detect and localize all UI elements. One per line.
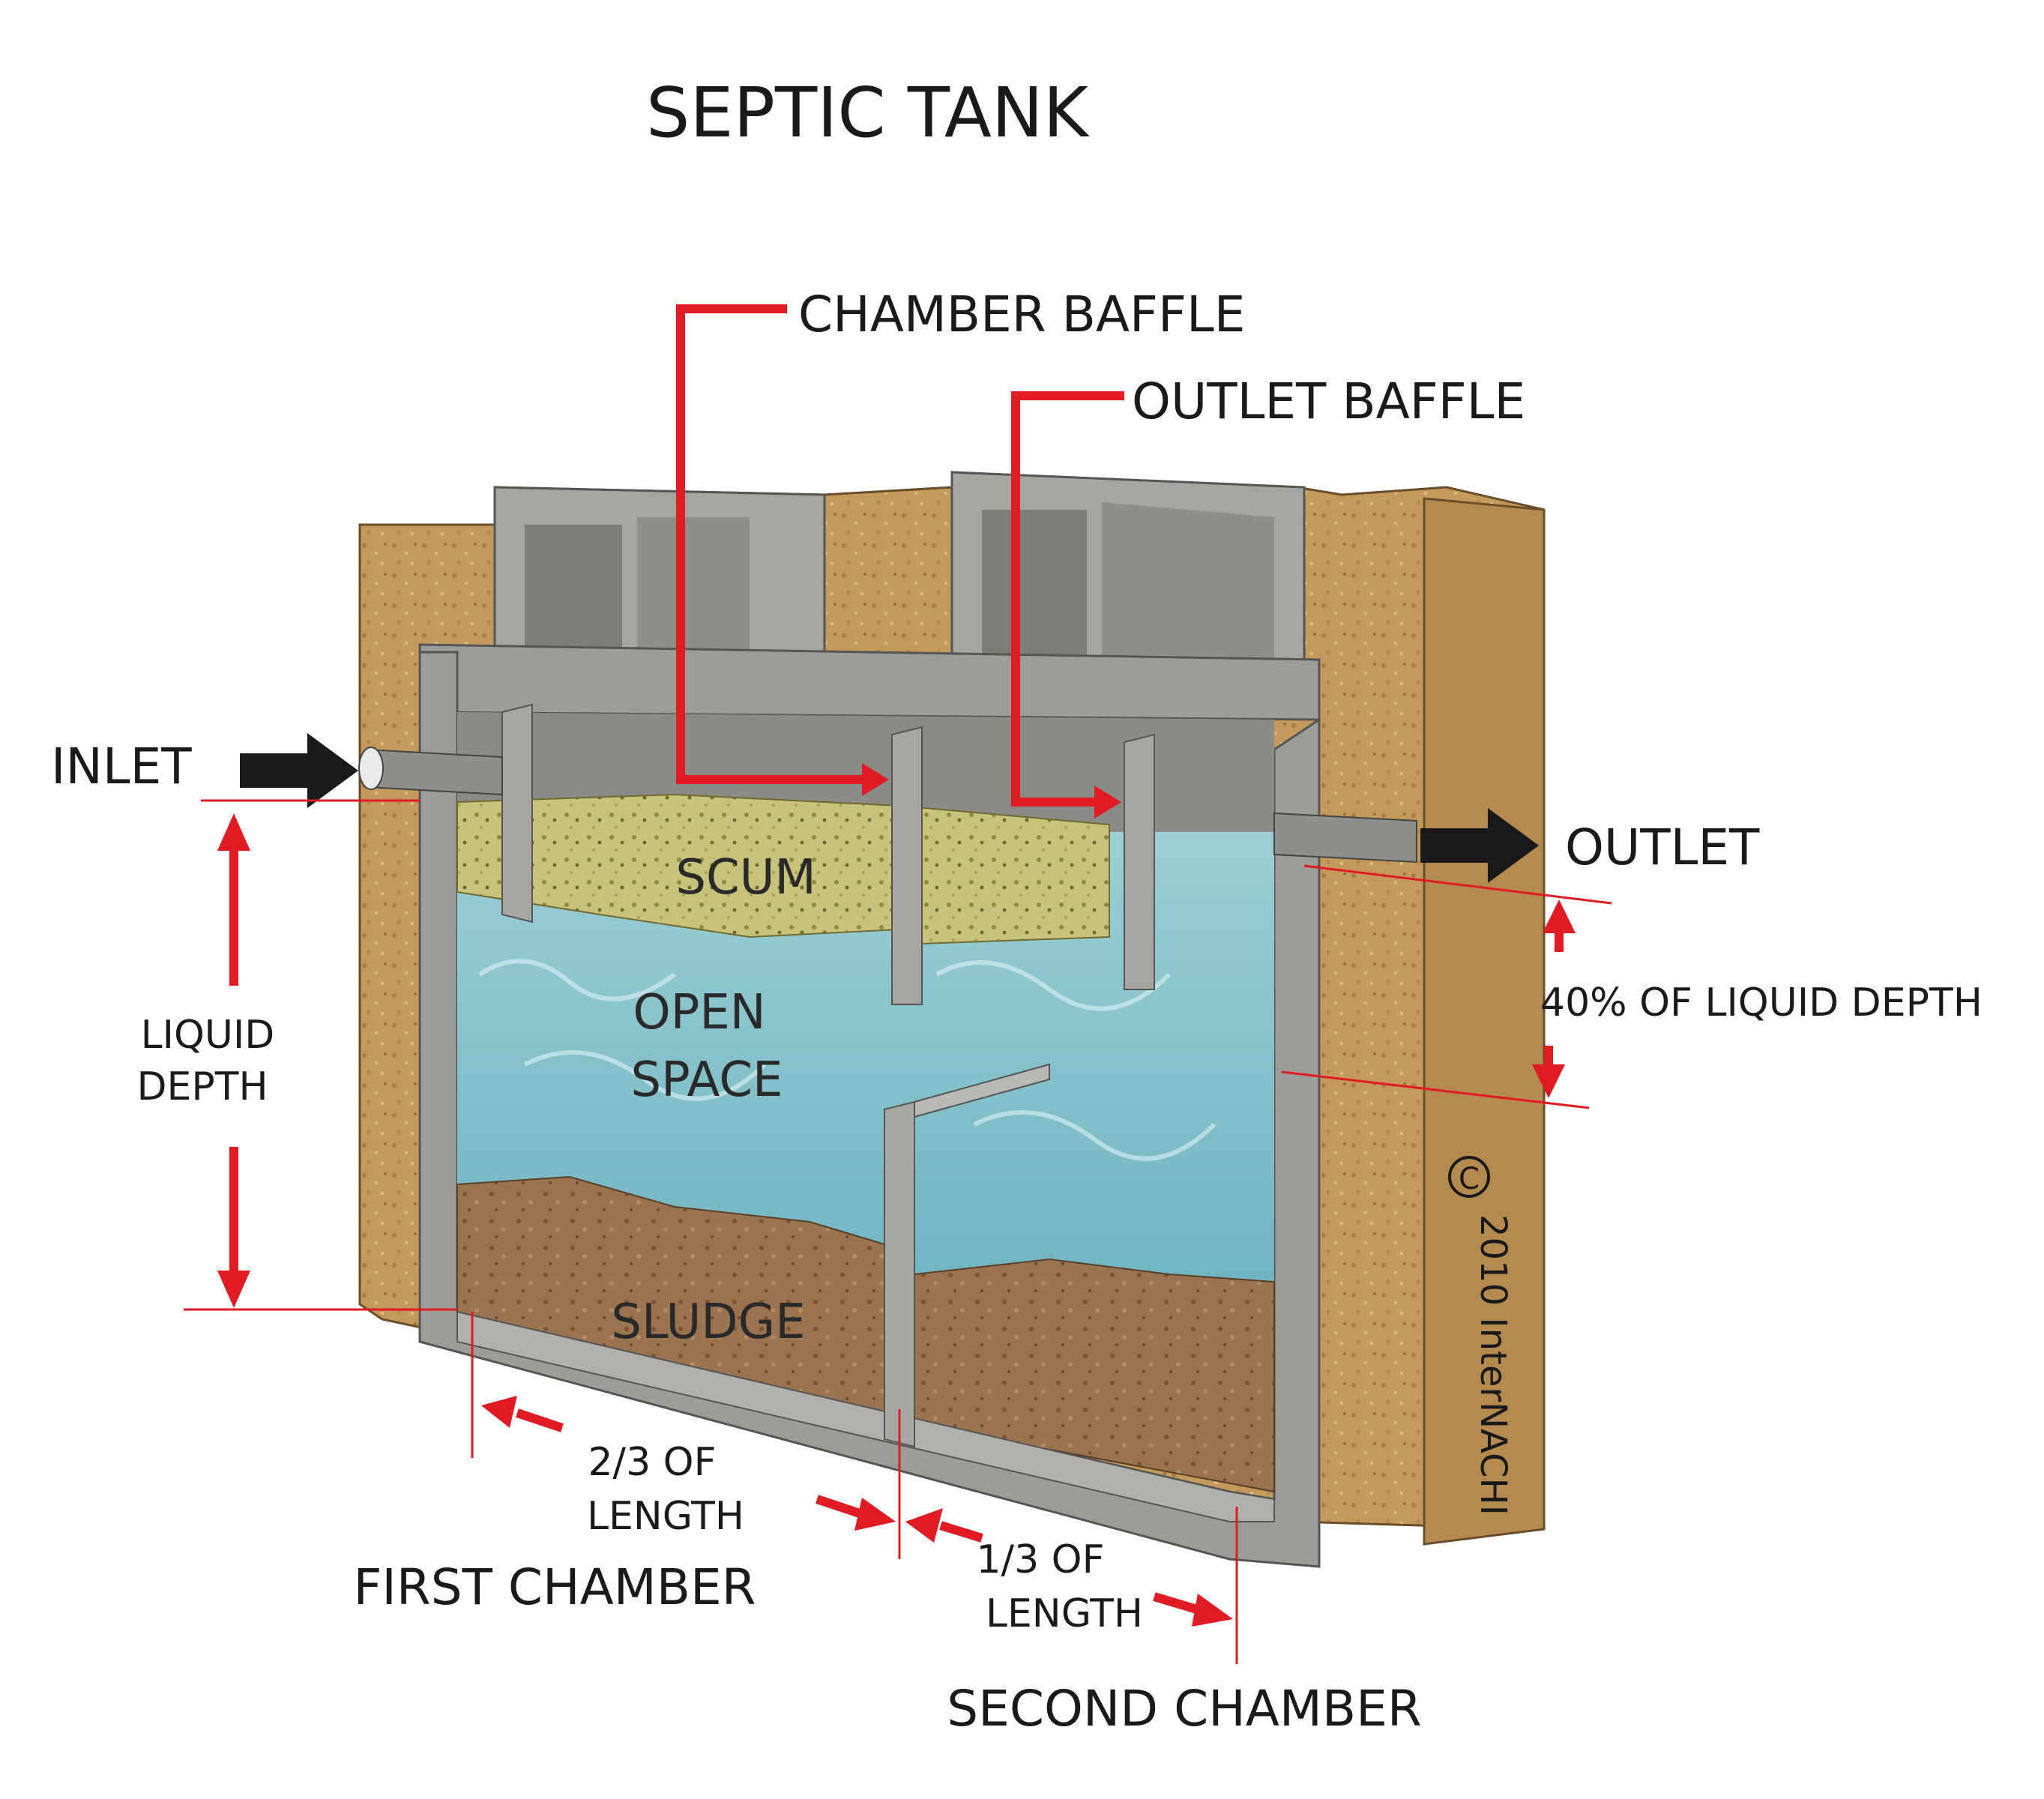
chamber-baffle-leader-head xyxy=(862,763,889,796)
two-thirds-label-line1: 2/3 OF xyxy=(588,1440,716,1485)
length-arrows xyxy=(481,1396,1233,1627)
scum-label: SCUM xyxy=(675,850,816,905)
chamber-baffle-label: CHAMBER BAFFLE xyxy=(798,286,1245,343)
riser-right xyxy=(950,471,1306,661)
inlet-pipe xyxy=(367,748,503,796)
chamber-baffle xyxy=(891,726,923,1005)
inlet-label: INLET xyxy=(51,738,192,795)
two-thirds-label-line2: LENGTH xyxy=(587,1494,744,1539)
chamber-baffle-leader xyxy=(676,304,862,784)
copyright-text: 2010 InterNACHI xyxy=(1472,1214,1514,1516)
chamber-divider-wall xyxy=(884,1100,915,1448)
inlet-baffle xyxy=(501,703,533,923)
scum-layer xyxy=(456,793,900,938)
first-chamber-label: FIRST CHAMBER xyxy=(353,1558,756,1616)
tank-floor xyxy=(456,1310,1275,1522)
open-space-label-line2: SPACE xyxy=(631,1052,783,1108)
outlet-baffle-leader xyxy=(1011,391,1124,807)
liquid-depth-label-line2: DEPTH xyxy=(136,1064,268,1109)
dimension-reference-lines xyxy=(184,799,1612,1664)
outlet-baffle-leader-head xyxy=(1094,786,1121,819)
diagram-title: SEPTIC TANK xyxy=(646,73,1091,153)
riser-left xyxy=(493,486,826,669)
scum-layer-second xyxy=(899,804,1110,946)
callout-leaders xyxy=(676,304,1124,807)
one-third-label-line1: 1/3 OF xyxy=(976,1537,1104,1582)
sludge-label: SLUDGE xyxy=(611,1295,805,1350)
open-space-label-line1: OPEN xyxy=(633,985,765,1040)
soil-side-face xyxy=(1423,497,1546,1546)
liquid-depth-arrows xyxy=(217,813,250,1308)
outlet-label: OUTLET xyxy=(1565,819,1760,876)
liquid-depth-label-line1: LIQUID xyxy=(141,1013,275,1058)
forty-percent-arrows xyxy=(1532,900,1576,1098)
inlet-arrow xyxy=(240,733,358,808)
forty-percent-label: 40% OF LIQUID DEPTH xyxy=(1540,980,1983,1025)
copyright-mark: C 2010 InterNACHI xyxy=(1448,1156,1514,1516)
outlet-arrow xyxy=(1420,808,1539,883)
copyright-symbol: C xyxy=(1459,1162,1480,1196)
water-caustics xyxy=(478,959,1217,1161)
one-third-label-line2: LENGTH xyxy=(986,1591,1143,1636)
second-chamber-label: SECOND CHAMBER xyxy=(947,1680,1421,1738)
outlet-pipe xyxy=(1273,812,1417,864)
outlet-baffle-label: OUTLET BAFFLE xyxy=(1132,373,1525,430)
outlet-baffle xyxy=(1124,733,1155,990)
